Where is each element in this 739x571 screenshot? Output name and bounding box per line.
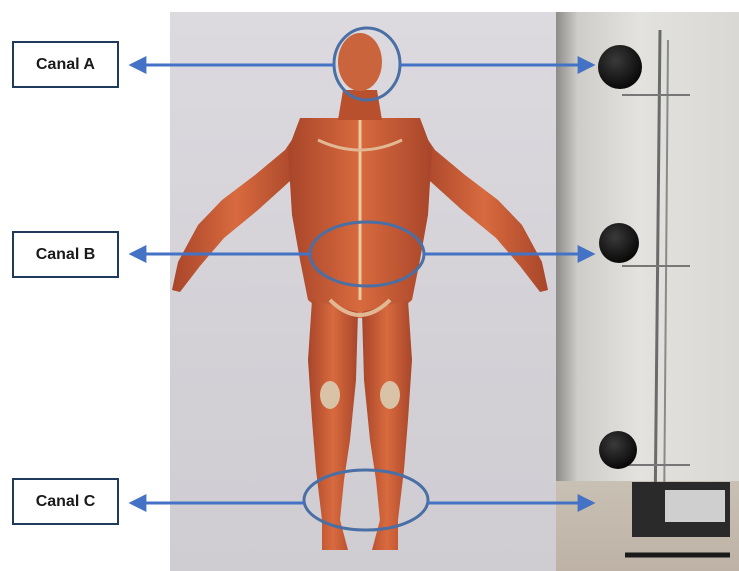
sensor-globe-bottom xyxy=(599,431,637,469)
figure-right-leg xyxy=(362,300,412,550)
channel-b-box: Canal B xyxy=(12,231,119,278)
channel-c-box: Canal C xyxy=(12,478,119,525)
sensor-globe-middle xyxy=(599,223,639,263)
channel-a-label: Canal A xyxy=(36,56,95,74)
sensor-mast xyxy=(598,30,730,555)
channel-c-label: Canal C xyxy=(36,493,96,511)
muscle-figure xyxy=(172,33,548,550)
figure-head xyxy=(338,33,382,91)
channel-b-label: Canal B xyxy=(36,246,96,264)
figure-arms xyxy=(172,128,300,292)
channel-a-box: Canal A xyxy=(12,41,119,88)
sensor-globe-top xyxy=(598,45,642,89)
figure-neck xyxy=(338,90,382,120)
figure-left-leg xyxy=(308,300,358,550)
